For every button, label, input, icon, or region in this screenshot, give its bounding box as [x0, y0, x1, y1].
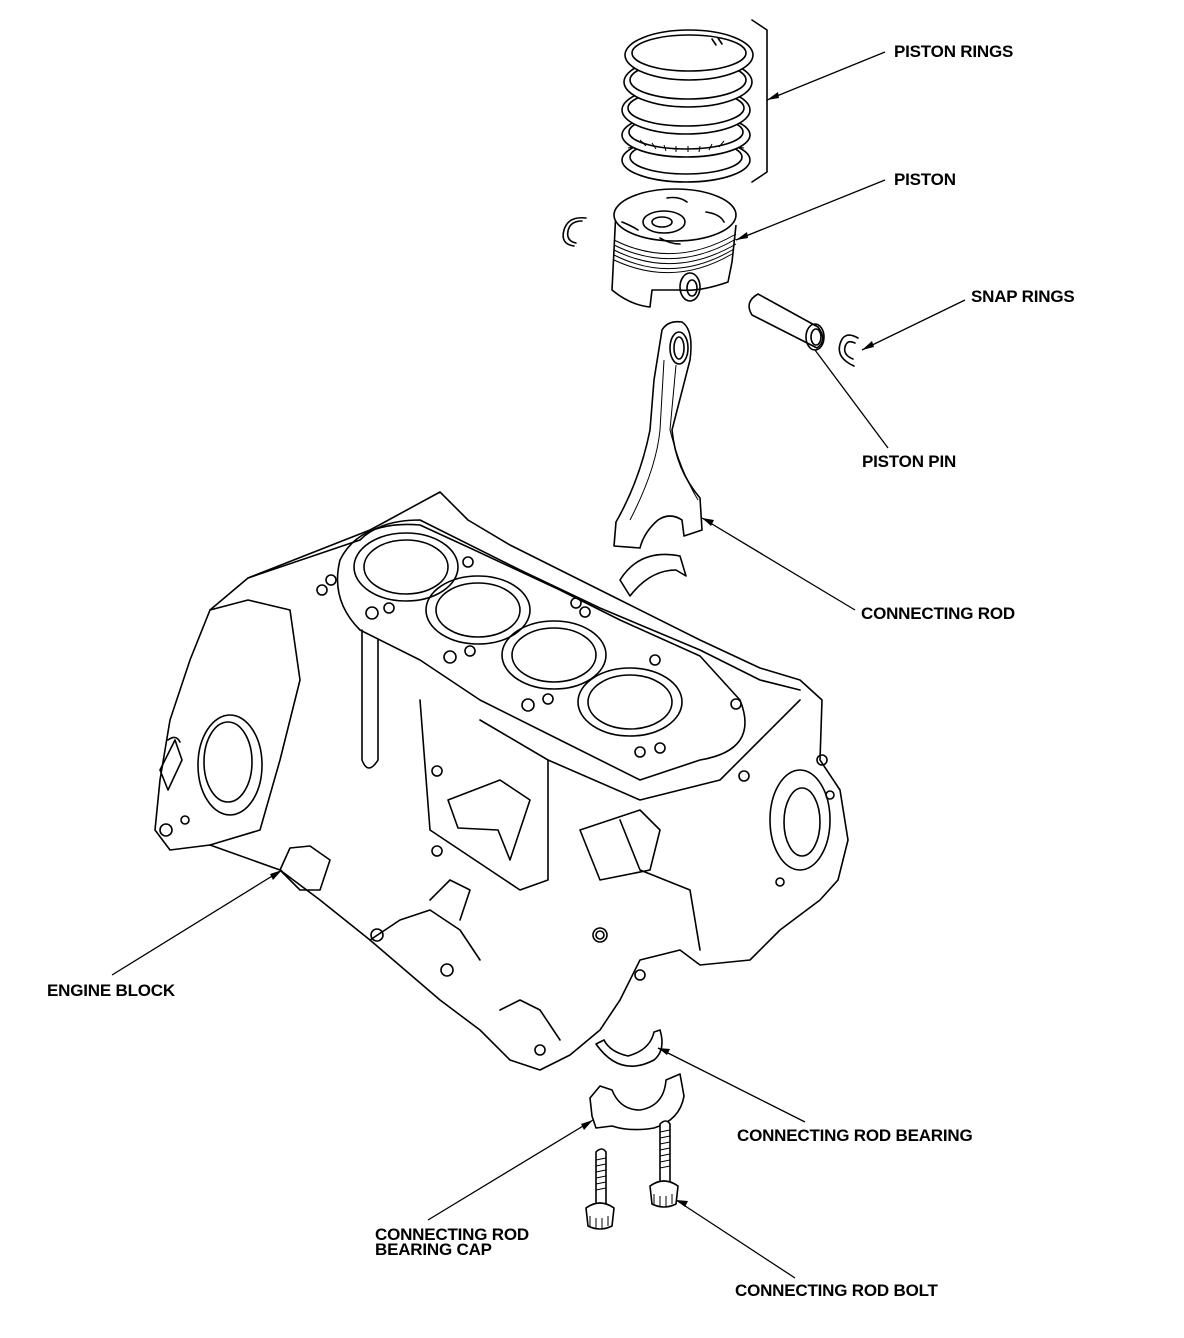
piston-rings-part — [621, 29, 754, 183]
label-connecting-rod-bearing: CONNECTING ROD BEARING — [737, 1126, 973, 1145]
connecting-rod-bearing-part — [595, 1029, 663, 1068]
upper-bearing-shell — [619, 553, 687, 597]
piston-leader — [735, 179, 886, 241]
label-piston-rings: PISTON RINGS — [894, 42, 1014, 61]
label-connecting-rod-bearing-cap-line2: BEARING CAP — [375, 1240, 492, 1259]
label-connecting-rod: CONNECTING ROD — [861, 604, 1015, 623]
connecting-rod-bolt-left — [585, 1148, 615, 1230]
piston-pin-leader — [814, 349, 889, 449]
piston-part — [611, 188, 737, 308]
engine-block-leader — [111, 869, 283, 976]
connecting-rod-bearing-leader — [657, 1047, 806, 1123]
connecting-rod-bolt-right — [649, 1120, 679, 1208]
connecting-rod-part — [613, 320, 703, 549]
label-piston-pin: PISTON PIN — [862, 452, 957, 471]
connecting-rod-bearing-cap-leader — [427, 1119, 594, 1221]
piston-rings-leader — [766, 51, 886, 101]
connecting-rod-bolt-leader — [675, 1199, 796, 1279]
connecting-rod-leader — [701, 517, 856, 611]
piston-rings-bracket — [751, 19, 768, 183]
connecting-rod-bearing-cap-part — [589, 1073, 685, 1131]
snap-ring-left — [562, 216, 587, 247]
piston-pin-part — [748, 293, 825, 351]
snap-ring-right — [838, 334, 859, 367]
label-connecting-rod-bearing-cap-line1: CONNECTING ROD — [375, 1225, 529, 1244]
label-connecting-rod-bolt: CONNECTING ROD BOLT — [735, 1281, 938, 1300]
label-snap-rings: SNAP RINGS — [971, 287, 1075, 306]
label-piston: PISTON — [894, 170, 956, 189]
label-engine-block: ENGINE BLOCK — [47, 981, 175, 1000]
snap-rings-leader — [861, 299, 966, 351]
engine-block-part — [154, 491, 849, 1071]
